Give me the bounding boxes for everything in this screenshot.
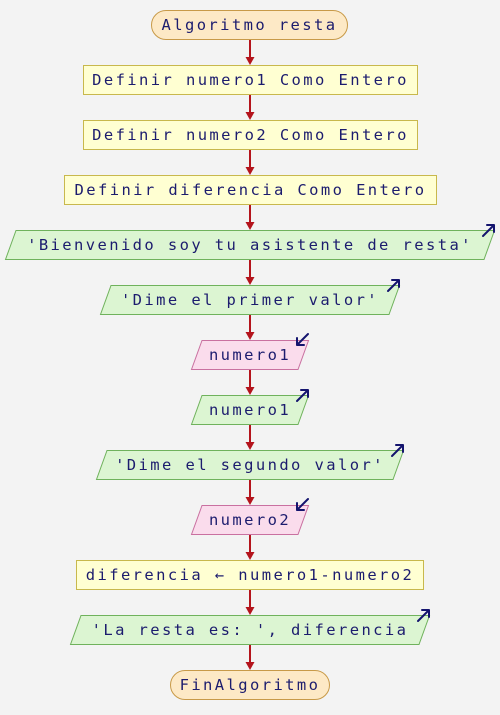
connector-arrowhead — [245, 607, 255, 615]
result-output-label: 'La resta es: ', diferencia — [91, 621, 409, 639]
connector-arrowhead — [245, 57, 255, 65]
define-numero1-process[interactable]: Definir numero1 Como Entero — [83, 65, 418, 95]
output-arrow-icon — [482, 224, 495, 237]
define-diferencia-process[interactable]: Definir diferencia Como Entero — [64, 175, 437, 205]
input-arrow-icon — [296, 498, 309, 511]
welcome-output-label: 'Bienvenido soy tu asistente de resta' — [27, 236, 473, 254]
subtract-process[interactable]: diferencia ← numero1-numero2 — [76, 560, 424, 590]
connector-arrowhead — [245, 222, 255, 230]
input-parallelogram — [190, 340, 310, 370]
start-terminal-label: Algoritmo resta — [161, 16, 338, 34]
connector-arrowhead — [245, 442, 255, 450]
output-arrow-icon — [417, 609, 430, 622]
connector-arrowhead — [245, 662, 255, 670]
connector-arrowhead — [245, 112, 255, 120]
connector-arrowhead — [245, 552, 255, 560]
output-arrow-icon — [387, 279, 400, 292]
output-parallelogram — [99, 285, 401, 315]
input-parallelogram — [190, 505, 310, 535]
define-numero1-label: Definir numero1 Como Entero — [92, 71, 409, 89]
show-numero1-output[interactable]: numero1 — [190, 389, 310, 425]
connector-arrowhead — [245, 277, 255, 285]
end-terminal[interactable]: FinAlgoritmo — [170, 670, 330, 700]
connector-arrowhead — [245, 167, 255, 175]
result-output[interactable]: 'La resta es: ', diferencia — [69, 609, 431, 645]
output-parallelogram — [4, 230, 496, 260]
end-terminal-label: FinAlgoritmo — [179, 676, 321, 694]
welcome-output[interactable]: 'Bienvenido soy tu asistente de resta' — [4, 224, 496, 260]
connector-arrowhead — [245, 332, 255, 340]
start-terminal[interactable]: Algoritmo resta — [151, 10, 348, 40]
ask-first-value-output[interactable]: 'Dime el primer valor' — [99, 279, 401, 315]
connector-arrowhead — [245, 497, 255, 505]
read-numero1-label: numero1 — [208, 346, 292, 364]
read-numero1-input[interactable]: numero1 — [190, 333, 310, 370]
output-parallelogram — [190, 395, 310, 425]
read-numero2-label: numero2 — [208, 511, 292, 529]
output-parallelogram — [69, 615, 431, 645]
define-numero2-process[interactable]: Definir numero2 Como Entero — [83, 120, 418, 150]
input-arrow-icon — [296, 333, 309, 346]
define-numero2-label: Definir numero2 Como Entero — [92, 126, 409, 144]
output-parallelogram — [95, 450, 405, 480]
read-numero2-input[interactable]: numero2 — [190, 498, 310, 535]
output-arrow-icon — [391, 444, 404, 457]
subtract-process-label: diferencia ← numero1-numero2 — [85, 566, 415, 584]
ask-first-value-label: 'Dime el primer valor' — [120, 291, 380, 309]
output-arrow-icon — [296, 389, 309, 402]
show-numero1-label: numero1 — [208, 401, 292, 419]
define-diferencia-label: Definir diferencia Como Entero — [74, 181, 427, 199]
connector-arrowhead — [245, 387, 255, 395]
ask-second-value-label: 'Dime el segundo valor' — [115, 456, 385, 474]
ask-second-value-output[interactable]: 'Dime el segundo valor' — [95, 444, 405, 480]
